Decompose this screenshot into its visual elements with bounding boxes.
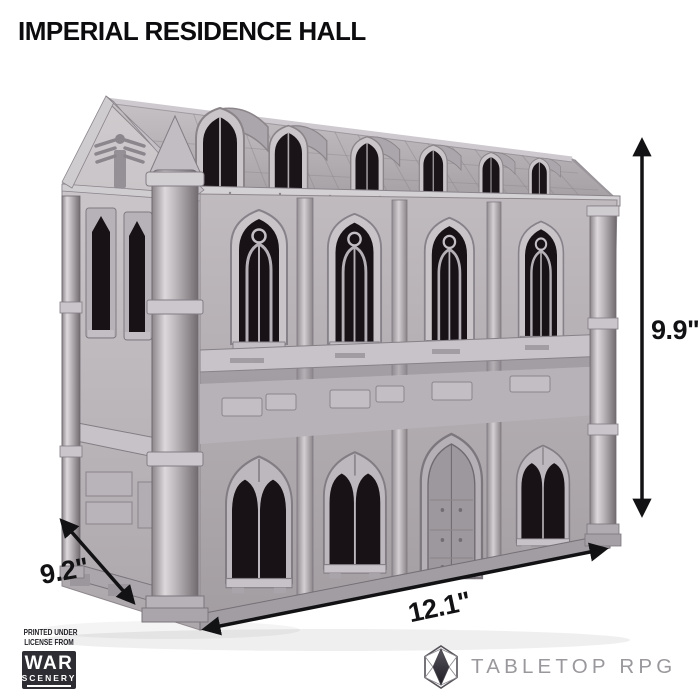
license-line-1: PRINTED UNDER [23, 628, 78, 637]
war-scenery-logo: WAR SCENERY [22, 651, 76, 689]
aquila-emblem [94, 134, 146, 188]
corner-column-left [141, 114, 209, 623]
war-scenery-logo-rule [27, 684, 71, 687]
width-arrow [201, 542, 609, 636]
license-line-2: LICENSE FROM [24, 638, 74, 647]
brand-logo: TABLETOP RPG [424, 645, 676, 689]
war-scenery-logo-bottom: SCENERY [21, 672, 77, 683]
war-scenery-logo-top: WAR [24, 652, 74, 674]
building [59, 95, 622, 631]
front-facade [199, 193, 618, 631]
page-title: IMPERIAL RESIDENCE HALL [18, 16, 366, 46]
height-dimension-label: 9.9" [651, 315, 700, 345]
corner-column-right [584, 205, 622, 547]
entrance-door [419, 432, 484, 580]
license-badge: PRINTED UNDER LICENSE FROM WAR SCENERY [18, 628, 80, 689]
depth-arrow [59, 518, 136, 605]
brand-name: TABLETOP RPG [471, 655, 677, 678]
gem-hexagon-icon [424, 645, 458, 689]
